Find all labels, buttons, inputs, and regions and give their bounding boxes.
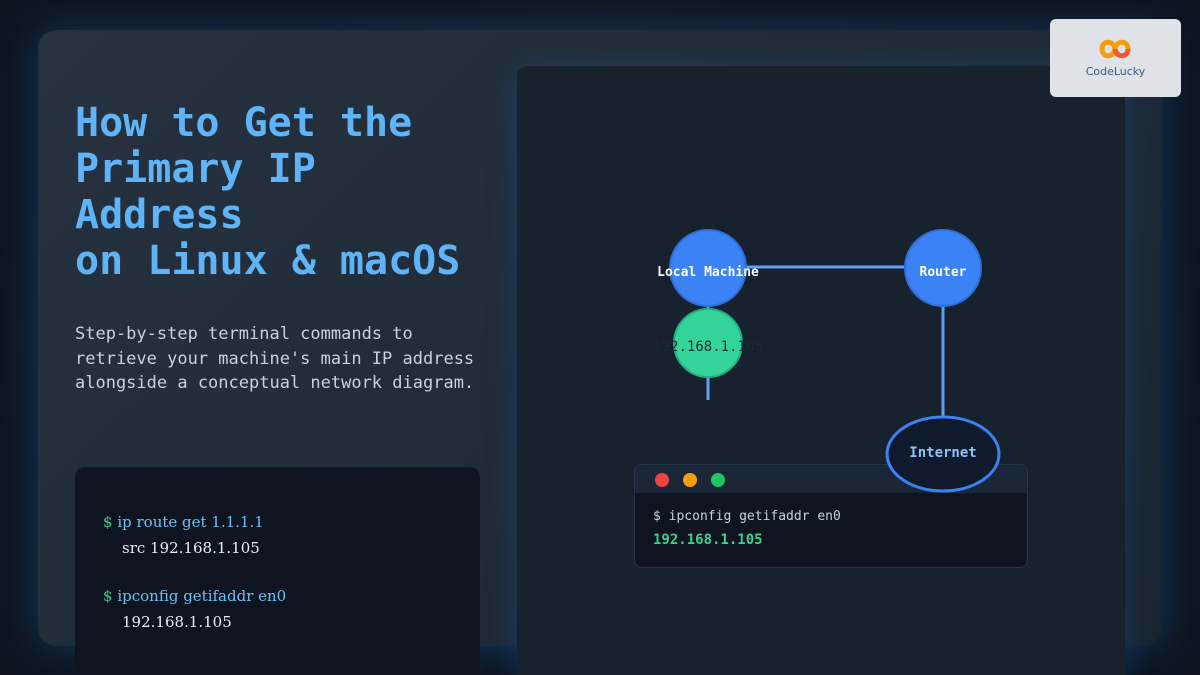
logo-text: CodeLucky — [1085, 65, 1146, 78]
infinity-logo-icon — [1099, 39, 1131, 59]
code-output-2: 192.168.1.105 — [122, 613, 232, 631]
diagram-panel — [517, 66, 1125, 675]
page-title: How to Get the Primary IP Address on Lin… — [75, 100, 515, 284]
ip-node — [673, 308, 743, 378]
code-line-2: $ ipconfig getifaddr en0 — [103, 587, 286, 605]
code-block: $ ip route get 1.1.1.1 src 192.168.1.105… — [75, 467, 480, 675]
minimize-dot-icon — [683, 473, 697, 487]
brand-logo[interactable]: CodeLucky — [1050, 19, 1181, 97]
terminal-command: $ ipconfig getifaddr en0 — [653, 509, 841, 524]
code-line-1: $ ip route get 1.1.1.1 — [103, 513, 264, 531]
terminal-titlebar — [635, 465, 1027, 493]
router-node — [904, 229, 982, 307]
title-line-4: on Linux & macOS — [75, 238, 461, 284]
title-line-3: Address — [75, 192, 244, 238]
close-dot-icon — [655, 473, 669, 487]
command-text: ip route get 1.1.1.1 — [117, 513, 264, 531]
prompt-symbol: $ — [103, 587, 113, 605]
ip-node-label: 192.168.1.105 — [653, 339, 763, 355]
terminal-output: 192.168.1.105 — [653, 532, 763, 548]
terminal-window: $ ipconfig getifaddr en0 192.168.1.105 — [634, 464, 1028, 568]
router-label: Router — [919, 265, 967, 280]
local-machine-node — [669, 229, 747, 307]
internet-label: Internet — [909, 445, 977, 461]
title-line-1: How to Get the — [75, 100, 413, 146]
command-text: ipconfig getifaddr en0 — [117, 587, 287, 605]
local-machine-label: Local Machine — [657, 265, 759, 280]
maximize-dot-icon — [711, 473, 725, 487]
title-line-2: Primary IP — [75, 146, 316, 192]
prompt-symbol: $ — [103, 513, 113, 531]
subtitle: Step-by-step terminal commands to retrie… — [75, 324, 475, 393]
code-output-1: src 192.168.1.105 — [122, 539, 260, 557]
